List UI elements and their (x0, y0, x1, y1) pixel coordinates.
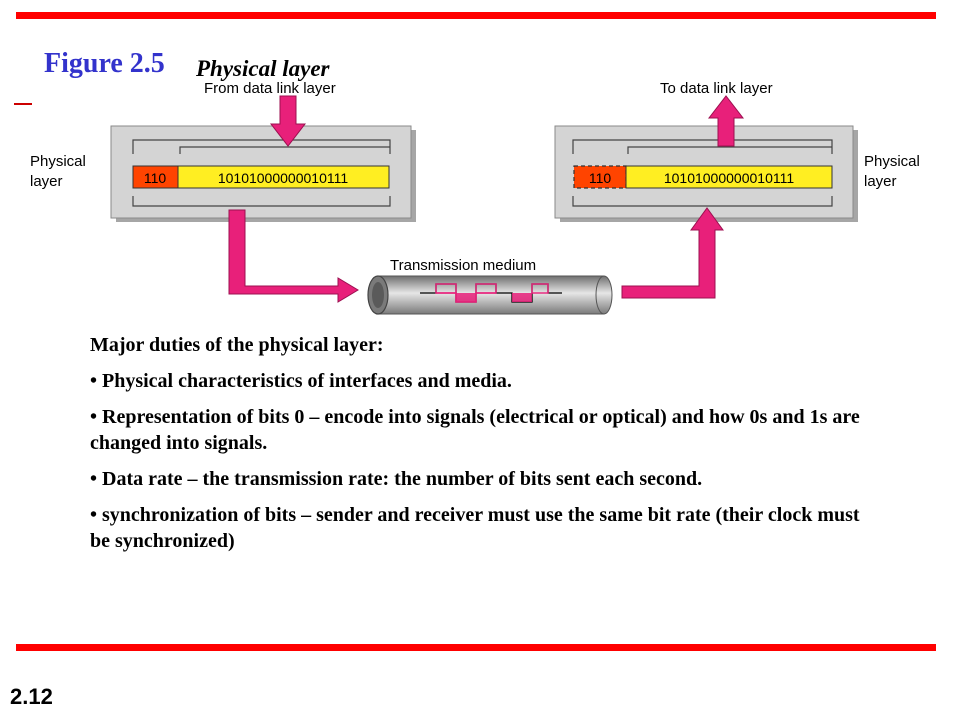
top-rule (16, 12, 936, 19)
physical-layer-diagram: 110 10101000000010111 110 10101000000010… (30, 80, 920, 315)
medium-to-receiver-arrow-icon (621, 207, 724, 299)
receiver-header-text: 110 (589, 170, 612, 186)
figure-title: Physical layer (196, 56, 330, 81)
receiver-box: 110 10101000000010111 (554, 125, 858, 222)
duties-text-block: Major duties of the physical layer: • Ph… (90, 332, 880, 564)
down-arrow-icon (269, 95, 307, 147)
transmission-medium-label: Transmission medium (390, 257, 536, 274)
duty-bullet-3: • Data rate – the transmission rate: the… (90, 468, 703, 490)
transmission-medium-cable (367, 275, 613, 315)
duty-bullet-4: • synchronization of bits – sender and r… (90, 504, 860, 552)
left-layer-label-2: layer (30, 173, 63, 190)
sender-data-bits (177, 165, 390, 189)
sender-to-medium-arrow-icon (228, 209, 359, 303)
from-data-link-label: From data link layer (204, 80, 336, 97)
right-layer-label-1: Physical (864, 153, 920, 170)
decorative-dash (14, 103, 32, 105)
duty-bullet-1: • Physical characteristics of interfaces… (90, 370, 512, 392)
slide-number: 2.12 (10, 684, 53, 709)
left-layer-label-1: Physical (30, 153, 86, 170)
receiver-data-text: 10101000000010111 (664, 170, 795, 186)
figure-label: Figure 2.5 (44, 48, 165, 79)
sender-box: 110 10101000000010111 (110, 125, 416, 222)
receiver-data-bits (625, 165, 833, 189)
up-arrow-icon (707, 95, 745, 147)
duty-bullet-2: • Representation of bits 0 – encode into… (90, 406, 860, 454)
duties-heading: Major duties of the physical layer: (90, 334, 384, 356)
right-layer-label-2: layer (864, 173, 897, 190)
sender-data-text: 10101000000010111 (218, 170, 349, 186)
bottom-rule (16, 644, 936, 651)
to-data-link-label: To data link layer (660, 80, 773, 97)
sender-header-text: 110 (144, 170, 167, 186)
